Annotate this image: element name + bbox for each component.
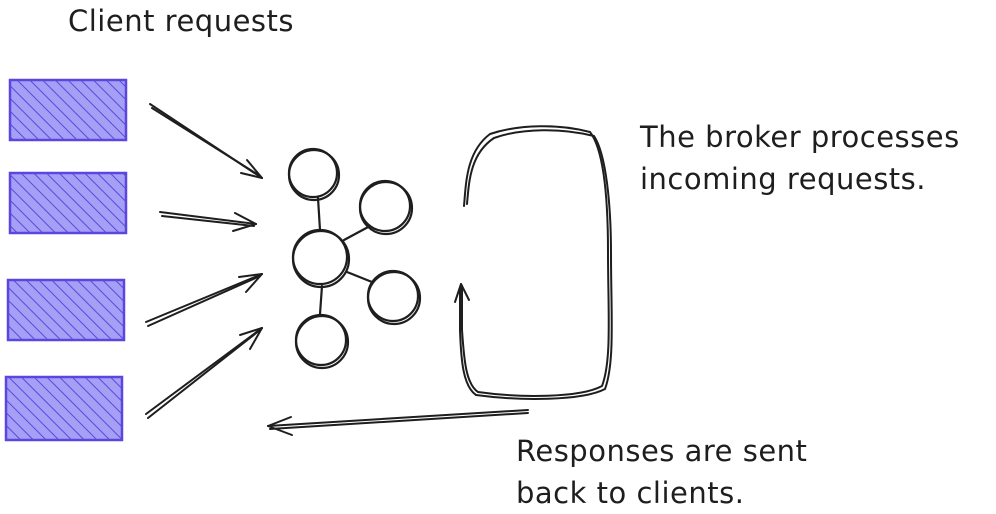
request-arrow-4 — [145, 327, 263, 419]
client-box-2 — [8, 171, 128, 235]
request-arrow-1 — [149, 103, 263, 179]
processing-loop-arrow — [454, 125, 613, 400]
broker-processing-label: The broker processes incoming requests. — [640, 116, 960, 200]
responses-label-line-2: back to clients. — [516, 476, 745, 510]
broker-label-line-2: incoming requests. — [640, 162, 927, 196]
responses-label-line-1: Responses are sent — [516, 434, 808, 468]
responses-label: Responses are sent back to clients. — [516, 430, 807, 514]
request-arrow-2 — [159, 211, 257, 232]
client-box-4 — [4, 375, 124, 442]
broker-label-line-1: The broker processes — [640, 120, 960, 154]
client-box-1 — [8, 78, 128, 142]
request-arrow-3 — [145, 273, 263, 327]
broker-network-icon — [287, 147, 422, 370]
client-box-3 — [6, 278, 126, 342]
client-requests-title: Client requests — [68, 4, 295, 38]
response-arrow — [267, 409, 529, 436]
